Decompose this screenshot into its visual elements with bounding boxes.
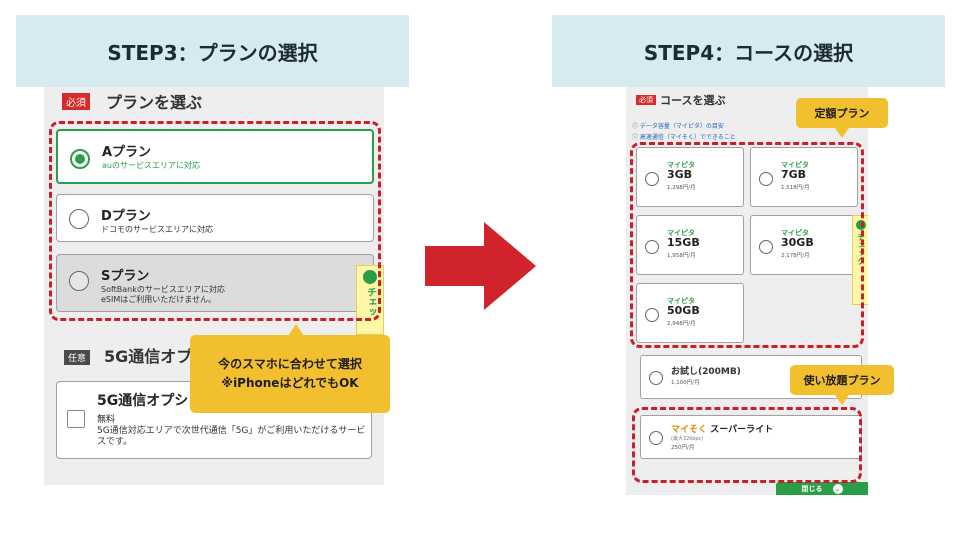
course-price: 1,298円/月 bbox=[667, 185, 696, 191]
radio-icon[interactable] bbox=[759, 172, 773, 186]
side-tab-label: チェッ bbox=[364, 287, 376, 317]
course-3gb[interactable]: マイピタ 3GB 1,298円/月 bbox=[636, 147, 744, 207]
superlite-label: スーパーライト bbox=[710, 425, 774, 435]
callout-pointer bbox=[835, 395, 849, 405]
plan-section-title: プランを選ぶ bbox=[106, 93, 203, 112]
unlimited-plan-callout: 使い放題プラン bbox=[790, 365, 894, 395]
required-badge: 必須 bbox=[636, 95, 656, 105]
plan-hint-callout: 今のスマホに合わせて選択 ※iPhoneはどれでもOK bbox=[190, 335, 390, 413]
course-brand: マイピタ bbox=[667, 161, 695, 169]
close-label: 閉じる bbox=[801, 485, 823, 493]
radio-icon[interactable] bbox=[649, 431, 663, 445]
plan-name: Sプラン bbox=[101, 269, 150, 284]
option-name: 5G通信オプシ bbox=[97, 393, 189, 409]
course-size: 50GB bbox=[667, 304, 700, 317]
course-section-title: コースを選ぶ bbox=[660, 94, 726, 107]
radio-icon[interactable] bbox=[69, 209, 89, 229]
chevron-down-icon: ⌄ bbox=[832, 484, 843, 494]
course-price: 2,178円/月 bbox=[781, 253, 810, 259]
checkbox[interactable] bbox=[67, 410, 85, 428]
required-badge: 必須 bbox=[62, 93, 90, 110]
check-icon bbox=[363, 270, 377, 284]
course-size: 30GB bbox=[781, 236, 814, 249]
superlite-price: 250円/月 bbox=[671, 445, 695, 451]
plan-selection-panel: 必須 プランを選ぶ Aプラン auのサービスエリアに対応 Dプラン ドコモのサー… bbox=[44, 87, 384, 485]
course-brand: マイピタ bbox=[667, 297, 695, 305]
course-brand: マイピタ bbox=[667, 229, 695, 237]
course-7gb[interactable]: マイピタ 7GB 1,518円/月 bbox=[750, 147, 858, 207]
callout-pointer bbox=[288, 324, 304, 336]
next-arrow-body bbox=[425, 246, 485, 286]
optional-badge: 任意 bbox=[64, 350, 91, 365]
course-price: 2,948円/月 bbox=[667, 321, 696, 327]
radio-icon[interactable] bbox=[645, 308, 659, 322]
right-arrow-icon bbox=[484, 222, 536, 310]
superlite-spec: (最大32kbps) bbox=[671, 436, 704, 442]
callout-line2: ※iPhoneはどれでもOK bbox=[221, 376, 359, 390]
course-size: 15GB bbox=[667, 236, 700, 249]
option-desc: 5G通信対応エリアで次世代通信「5G」がご利用いただけるサービスです。 bbox=[97, 426, 366, 447]
plan-desc: SoftBankのサービスエリアに対応 bbox=[101, 285, 225, 294]
course-price: 1,958円/月 bbox=[667, 253, 696, 259]
radio-icon[interactable] bbox=[69, 271, 89, 291]
trial-name: お試し(200MB) bbox=[671, 367, 741, 377]
course-brand: マイピタ bbox=[781, 161, 809, 169]
course-price: 1,518円/月 bbox=[781, 185, 810, 191]
plan-name: Dプラン bbox=[101, 209, 151, 224]
flat-plan-callout: 定額プラン bbox=[796, 98, 888, 128]
flat-plan-highlight-frame bbox=[630, 142, 864, 348]
plan-desc: auのサービスエリアに対応 bbox=[102, 161, 200, 170]
radio-icon[interactable] bbox=[645, 240, 659, 254]
radio-icon[interactable] bbox=[759, 240, 773, 254]
info-link-data[interactable]: ⓘ データ容量（マイピタ）の目安 bbox=[632, 123, 724, 130]
radio-selected-icon[interactable] bbox=[70, 149, 90, 169]
course-size: 3GB bbox=[667, 168, 693, 181]
course-selection-panel: 必須 コースを選ぶ ⓘ データ容量（マイピタ）の目安 ⓘ 高速通信（マイそく）で… bbox=[626, 87, 868, 495]
unlimited-plan-highlight-frame bbox=[632, 407, 862, 483]
course-size: 7GB bbox=[781, 168, 807, 181]
radio-icon[interactable] bbox=[645, 172, 659, 186]
trial-price: 1,100円/月 bbox=[671, 380, 700, 386]
option-section-title: 5G通信オプ bbox=[104, 347, 193, 366]
plan-option-s[interactable]: Sプラン SoftBankのサービスエリアに対応 eSIMはご利用いただけません… bbox=[56, 254, 374, 312]
superlite-name: マイそく スーパーライト bbox=[671, 422, 773, 435]
plan-desc-note: eSIMはご利用いただけません。 bbox=[101, 295, 217, 304]
plan-desc: ドコモのサービスエリアに対応 bbox=[101, 225, 213, 234]
close-button[interactable]: 閉じる ⌄ bbox=[776, 482, 868, 495]
callout-line1: 今のスマホに合わせて選択 bbox=[218, 357, 362, 371]
option-price: 無料 bbox=[97, 415, 116, 425]
radio-icon[interactable] bbox=[649, 371, 663, 385]
course-superlite[interactable]: マイそく スーパーライト (最大32kbps) 250円/月 bbox=[640, 415, 862, 459]
info-link-speed[interactable]: ⓘ 高速通信（マイそく）でできること bbox=[632, 134, 736, 141]
plan-option-d[interactable]: Dプラン ドコモのサービスエリアに対応 bbox=[56, 194, 374, 242]
course-30gb[interactable]: マイピタ 30GB 2,178円/月 bbox=[750, 215, 858, 275]
step3-header: STEP3：プランの選択 bbox=[16, 15, 409, 87]
superlite-brand: マイそく bbox=[671, 425, 708, 435]
callout-pointer bbox=[835, 128, 849, 138]
course-brand: マイピタ bbox=[781, 229, 809, 237]
step4-header: STEP4：コースの選択 bbox=[552, 15, 945, 87]
plan-name: Aプラン bbox=[102, 145, 152, 160]
plan-highlight-frame bbox=[49, 121, 381, 321]
plan-option-a[interactable]: Aプラン auのサービスエリアに対応 bbox=[56, 129, 374, 184]
course-15gb[interactable]: マイピタ 15GB 1,958円/月 bbox=[636, 215, 744, 275]
course-50gb[interactable]: マイピタ 50GB 2,948円/月 bbox=[636, 283, 744, 343]
